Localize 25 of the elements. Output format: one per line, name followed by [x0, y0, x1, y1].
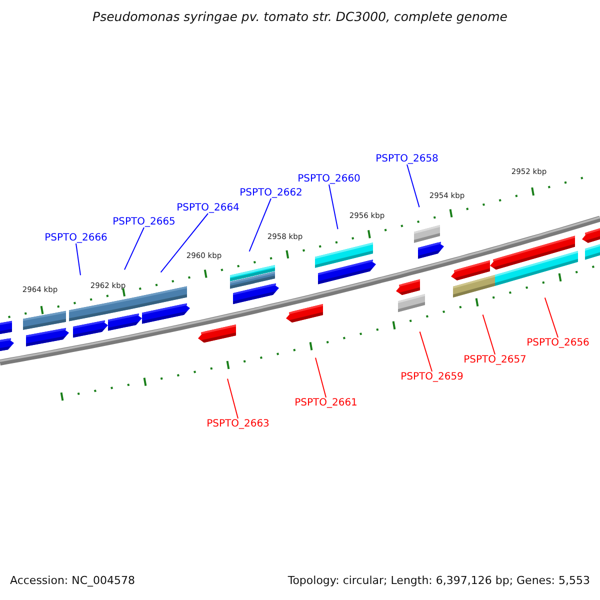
map-title: Pseudomonas syringae pv. tomato str. DC3000, complete genome [92, 10, 508, 24]
gene-label: PSPTO_2661 [294, 398, 358, 408]
leader-line [124, 227, 144, 270]
leader-line [406, 164, 420, 208]
gene-label: PSPTO_2665 [112, 216, 176, 228]
leader-line [328, 184, 338, 230]
gene-label: PSPTO_2660 [298, 174, 360, 184]
leader-line [544, 297, 558, 338]
leader-line [227, 378, 238, 419]
leader-line [419, 331, 432, 372]
gene-label: PSPTO_2664 [176, 202, 240, 214]
gene-label: PSPTO_2666 [44, 232, 108, 244]
gene-label: PSPTO_2663 [206, 418, 270, 430]
gene-label: PSPTO_2656 [526, 338, 590, 348]
leader-line [160, 213, 208, 273]
footer-text: Topology: circular; Length: 6,397,126 bp; Genes: 5,553 [288, 575, 590, 588]
gene-label: PSPTO_2662 [240, 188, 302, 198]
gene-label: PSPTO_2657 [464, 354, 526, 366]
footer-text: Accession: NC_004578 [10, 575, 136, 588]
gene-label: PSPTO_2659 [400, 372, 464, 382]
leader-line [482, 314, 496, 355]
gene-label: PSPTO_2658 [376, 154, 438, 164]
leader-line [315, 357, 326, 398]
leader-line [248, 198, 272, 252]
leader-line [76, 243, 81, 276]
